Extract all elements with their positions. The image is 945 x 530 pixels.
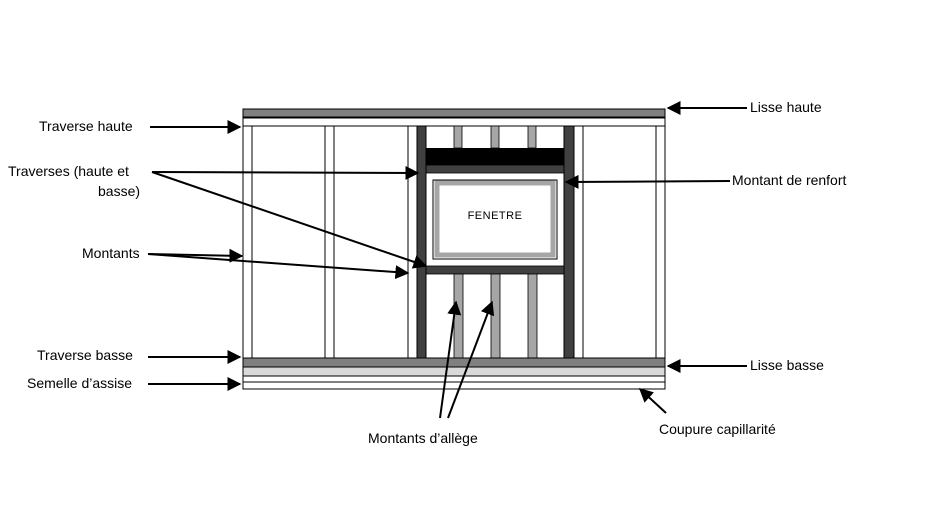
labels: Traverse haute Traverses (haute et basse… — [8, 99, 847, 446]
label-coupure: Coupure capillarité — [659, 421, 776, 437]
stud-3 — [407, 125, 418, 359]
window-header — [426, 148, 564, 165]
bottom-plate — [242, 357, 666, 368]
stud-5 — [655, 125, 666, 359]
arrow-allege-2 — [447, 300, 495, 419]
label-traverse-haute: Traverse haute — [39, 118, 133, 134]
label-lisse-basse: Lisse basse — [750, 357, 824, 373]
label-traverses-line1: Traverses (haute et — [8, 163, 129, 179]
label-traverses-line2: basse) — [98, 183, 140, 199]
arrow-traverses-top — [151, 165, 420, 180]
label-montants-allege: Montants d’allège — [368, 430, 478, 446]
capillary-break-base — [242, 381, 666, 390]
label-traverse-basse: Traverse basse — [37, 347, 133, 363]
top-plate — [242, 108, 666, 118]
arrow-montant-renfort — [564, 174, 731, 189]
label-montants: Montants — [82, 245, 140, 261]
wall-frame: FENETRE — [242, 108, 666, 390]
window-upper-rail — [425, 164, 565, 174]
cripple-stud-top-3 — [527, 125, 537, 149]
arrow-montants-2 — [147, 253, 410, 280]
stud-2 — [324, 125, 335, 359]
window-lower-rail — [425, 265, 565, 275]
capillary-break — [242, 375, 666, 383]
label-lisse-haute: Lisse haute — [750, 99, 822, 115]
stud-1 — [242, 125, 253, 359]
window-label: FENETRE — [468, 210, 523, 222]
sole-plate — [242, 366, 666, 377]
arrow-allege-1 — [439, 300, 462, 419]
jack-stud-right — [563, 125, 575, 359]
label-montant-renfort: Montant de renfort — [732, 172, 847, 188]
stud-4 — [573, 125, 584, 359]
leader-arrows — [147, 101, 747, 419]
top-rail — [242, 117, 666, 127]
arrow-coupure — [638, 388, 667, 414]
cripple-stud-top-1 — [453, 125, 463, 149]
jack-stud-left — [416, 125, 427, 359]
sill-stud-1 — [453, 273, 464, 359]
label-semelle: Semelle d’assise — [27, 375, 132, 391]
window-glass — [434, 180, 556, 258]
arrow-traverses-bottom — [151, 171, 428, 269]
sill-stud-2 — [490, 273, 501, 359]
cripple-stud-top-2 — [490, 125, 500, 149]
sill-stud-3 — [527, 273, 538, 359]
